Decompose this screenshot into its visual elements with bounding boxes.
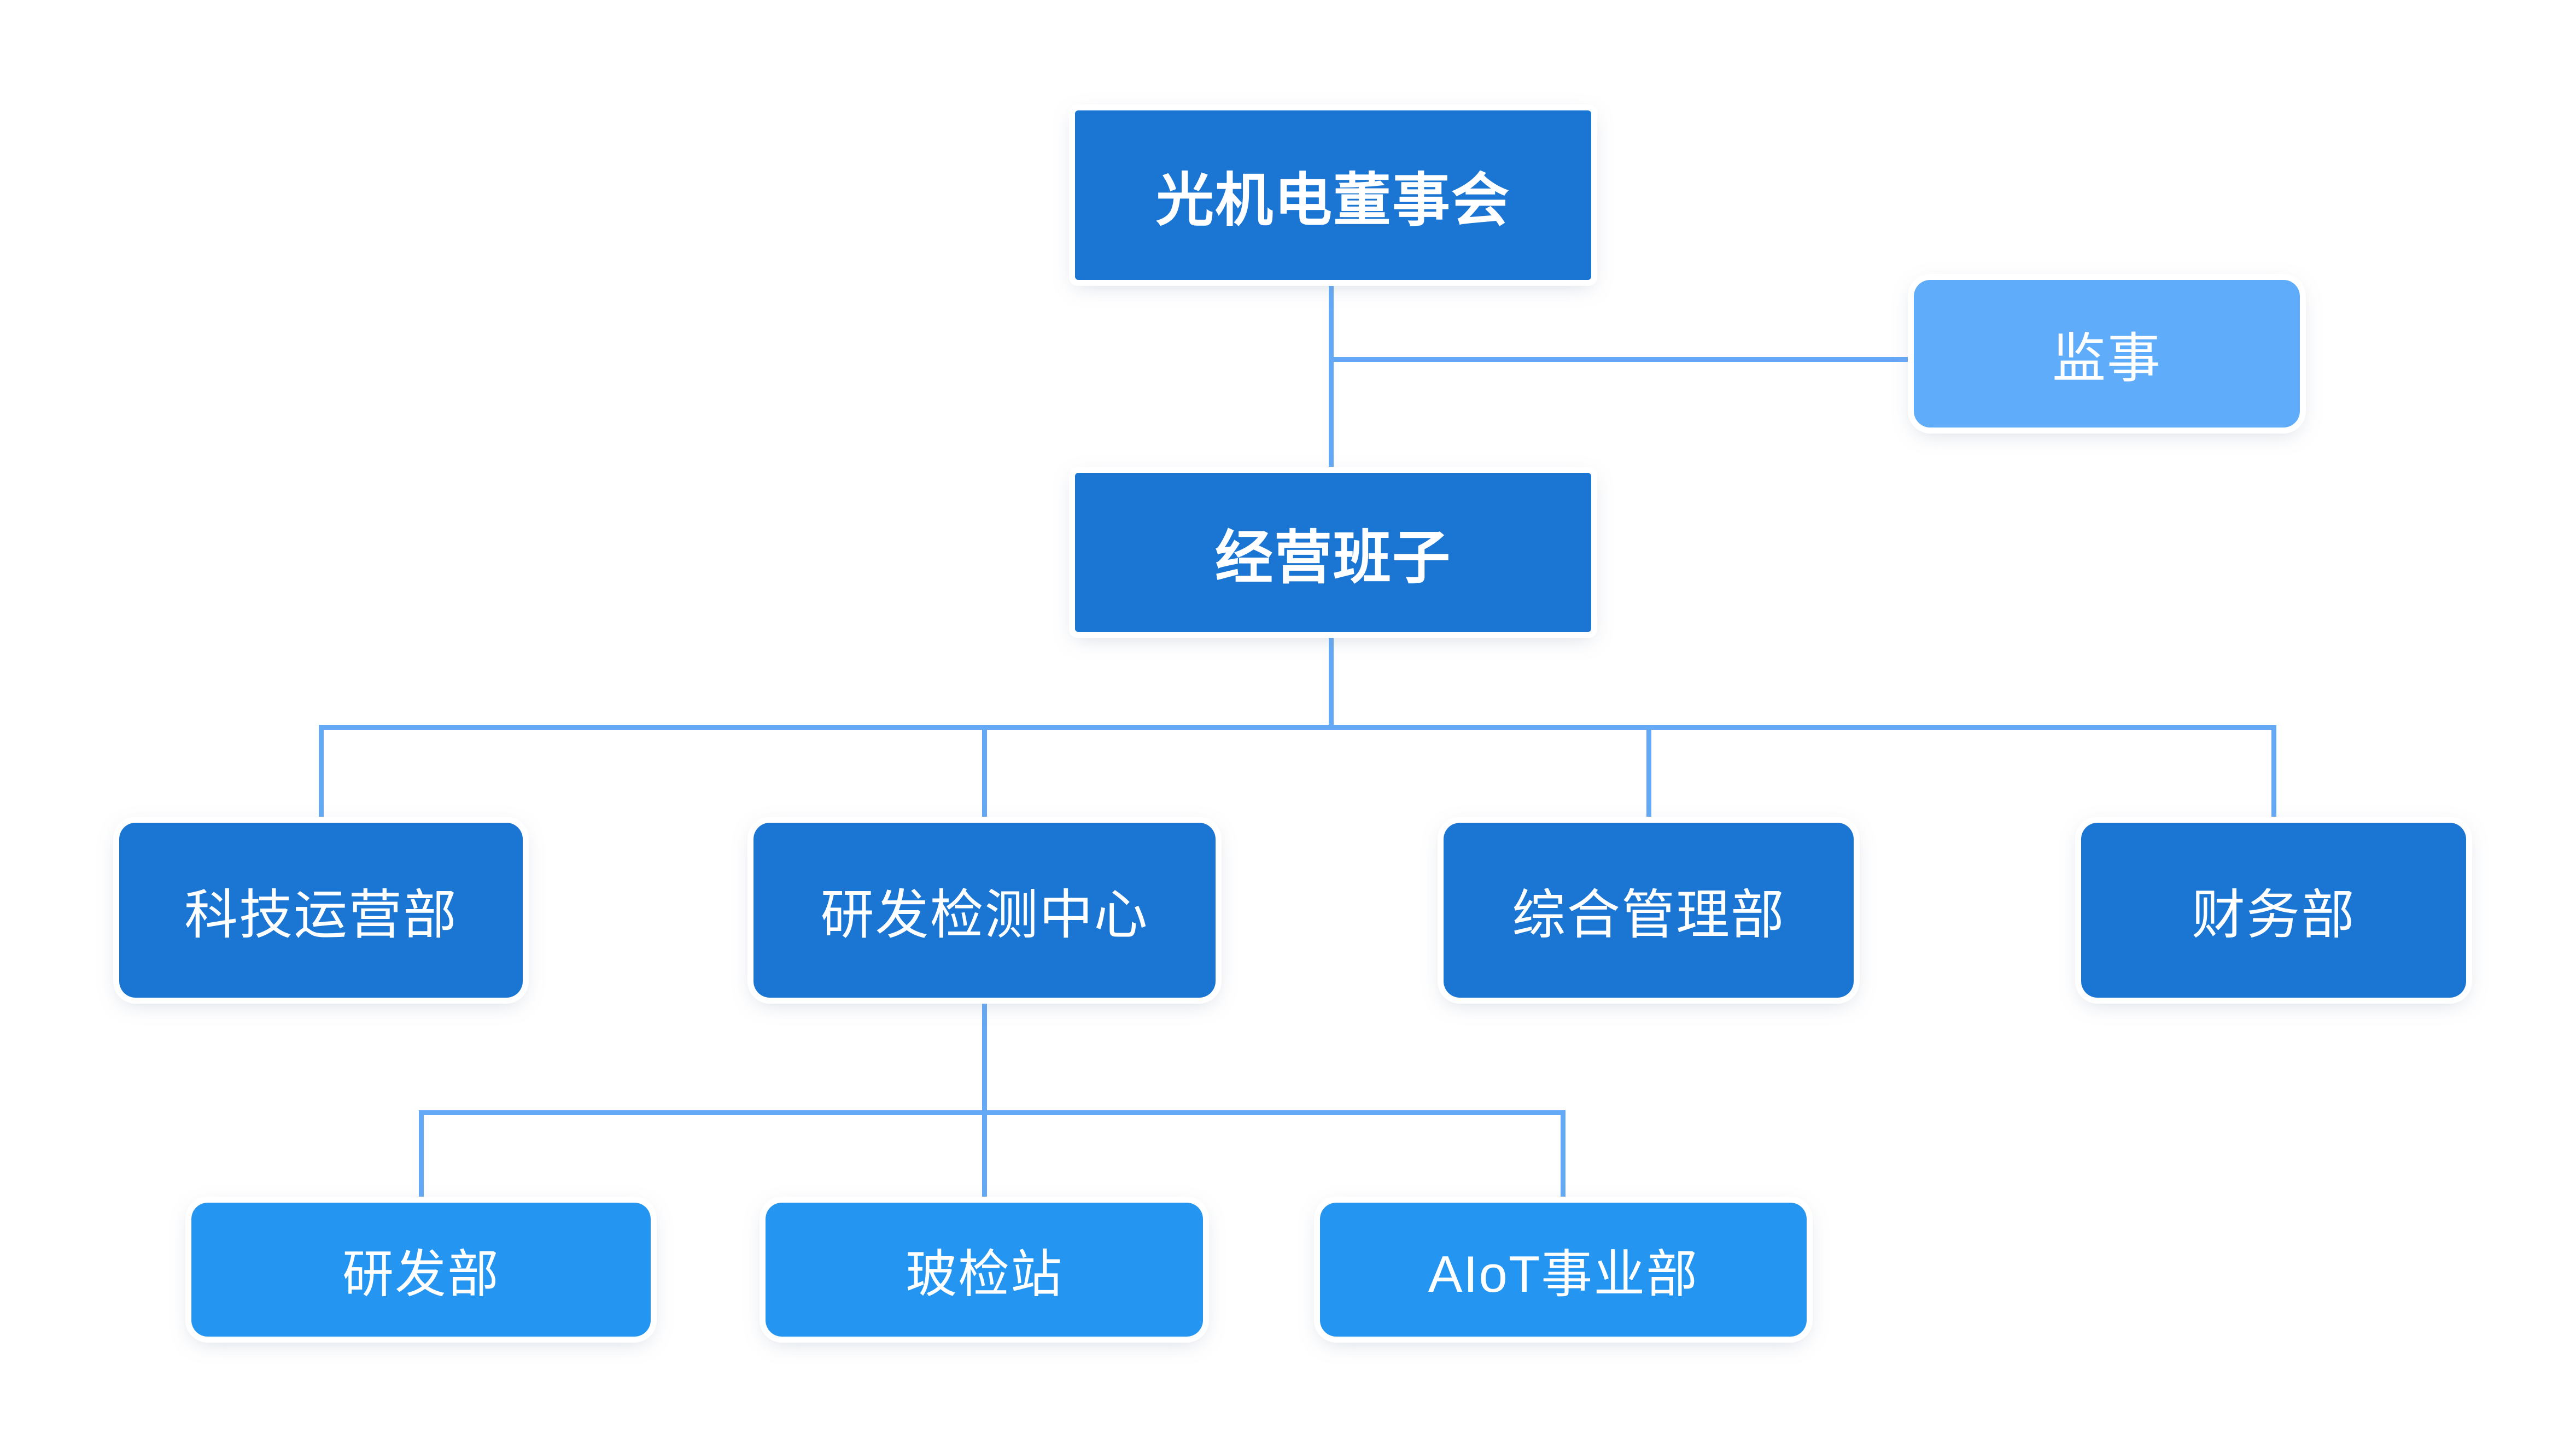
node-rd-dept[interactable]: 研发部 <box>191 1203 651 1337</box>
connector-management-to-rail <box>1329 632 1334 729</box>
connector-departments-rail <box>319 725 2276 730</box>
node-management-team-label: 经营班子 <box>1215 525 1451 590</box>
connector-stub-aiot-division <box>1561 1110 1566 1205</box>
node-board-of-directors-label: 光机电董事会 <box>1156 168 1510 233</box>
node-general-management-dept-label: 综合管理部 <box>1511 884 1785 945</box>
node-management-team[interactable]: 经营班子 <box>1075 473 1591 632</box>
node-rd-testing-center-label: 研发检测中心 <box>820 884 1149 945</box>
connector-stub-tech-operations <box>319 725 324 825</box>
node-general-management-dept[interactable]: 综合管理部 <box>1444 823 1854 998</box>
node-aiot-division-label: AIoT事业部 <box>1428 1245 1699 1303</box>
node-tech-operations-dept[interactable]: 科技运营部 <box>119 823 523 998</box>
connector-subdepartments-rail <box>419 1110 1566 1115</box>
node-glass-inspection-station-label: 玻检站 <box>905 1245 1063 1303</box>
connector-rd-center-to-subrail <box>982 998 987 1205</box>
node-supervisor[interactable]: 监事 <box>1914 280 2300 427</box>
node-glass-inspection-station[interactable]: 玻检站 <box>766 1203 1203 1337</box>
node-finance-dept-label: 财务部 <box>2191 884 2356 945</box>
node-aiot-division[interactable]: AIoT事业部 <box>1320 1203 1807 1337</box>
connector-stub-finance <box>2271 725 2276 825</box>
connector-stub-rd-dept <box>419 1110 424 1205</box>
node-finance-dept[interactable]: 财务部 <box>2081 823 2466 998</box>
node-supervisor-label: 监事 <box>2052 328 2162 388</box>
node-tech-operations-dept-label: 科技运营部 <box>184 884 458 945</box>
connector-stub-general-management <box>1646 725 1651 825</box>
connector-root-to-management <box>1329 280 1334 476</box>
node-rd-dept-label: 研发部 <box>342 1245 500 1303</box>
node-board-of-directors[interactable]: 光机电董事会 <box>1075 110 1591 280</box>
connector-root-to-supervisor <box>1329 357 1915 362</box>
connector-stub-rd-testing-center <box>982 725 987 825</box>
node-rd-testing-center[interactable]: 研发检测中心 <box>753 823 1216 998</box>
